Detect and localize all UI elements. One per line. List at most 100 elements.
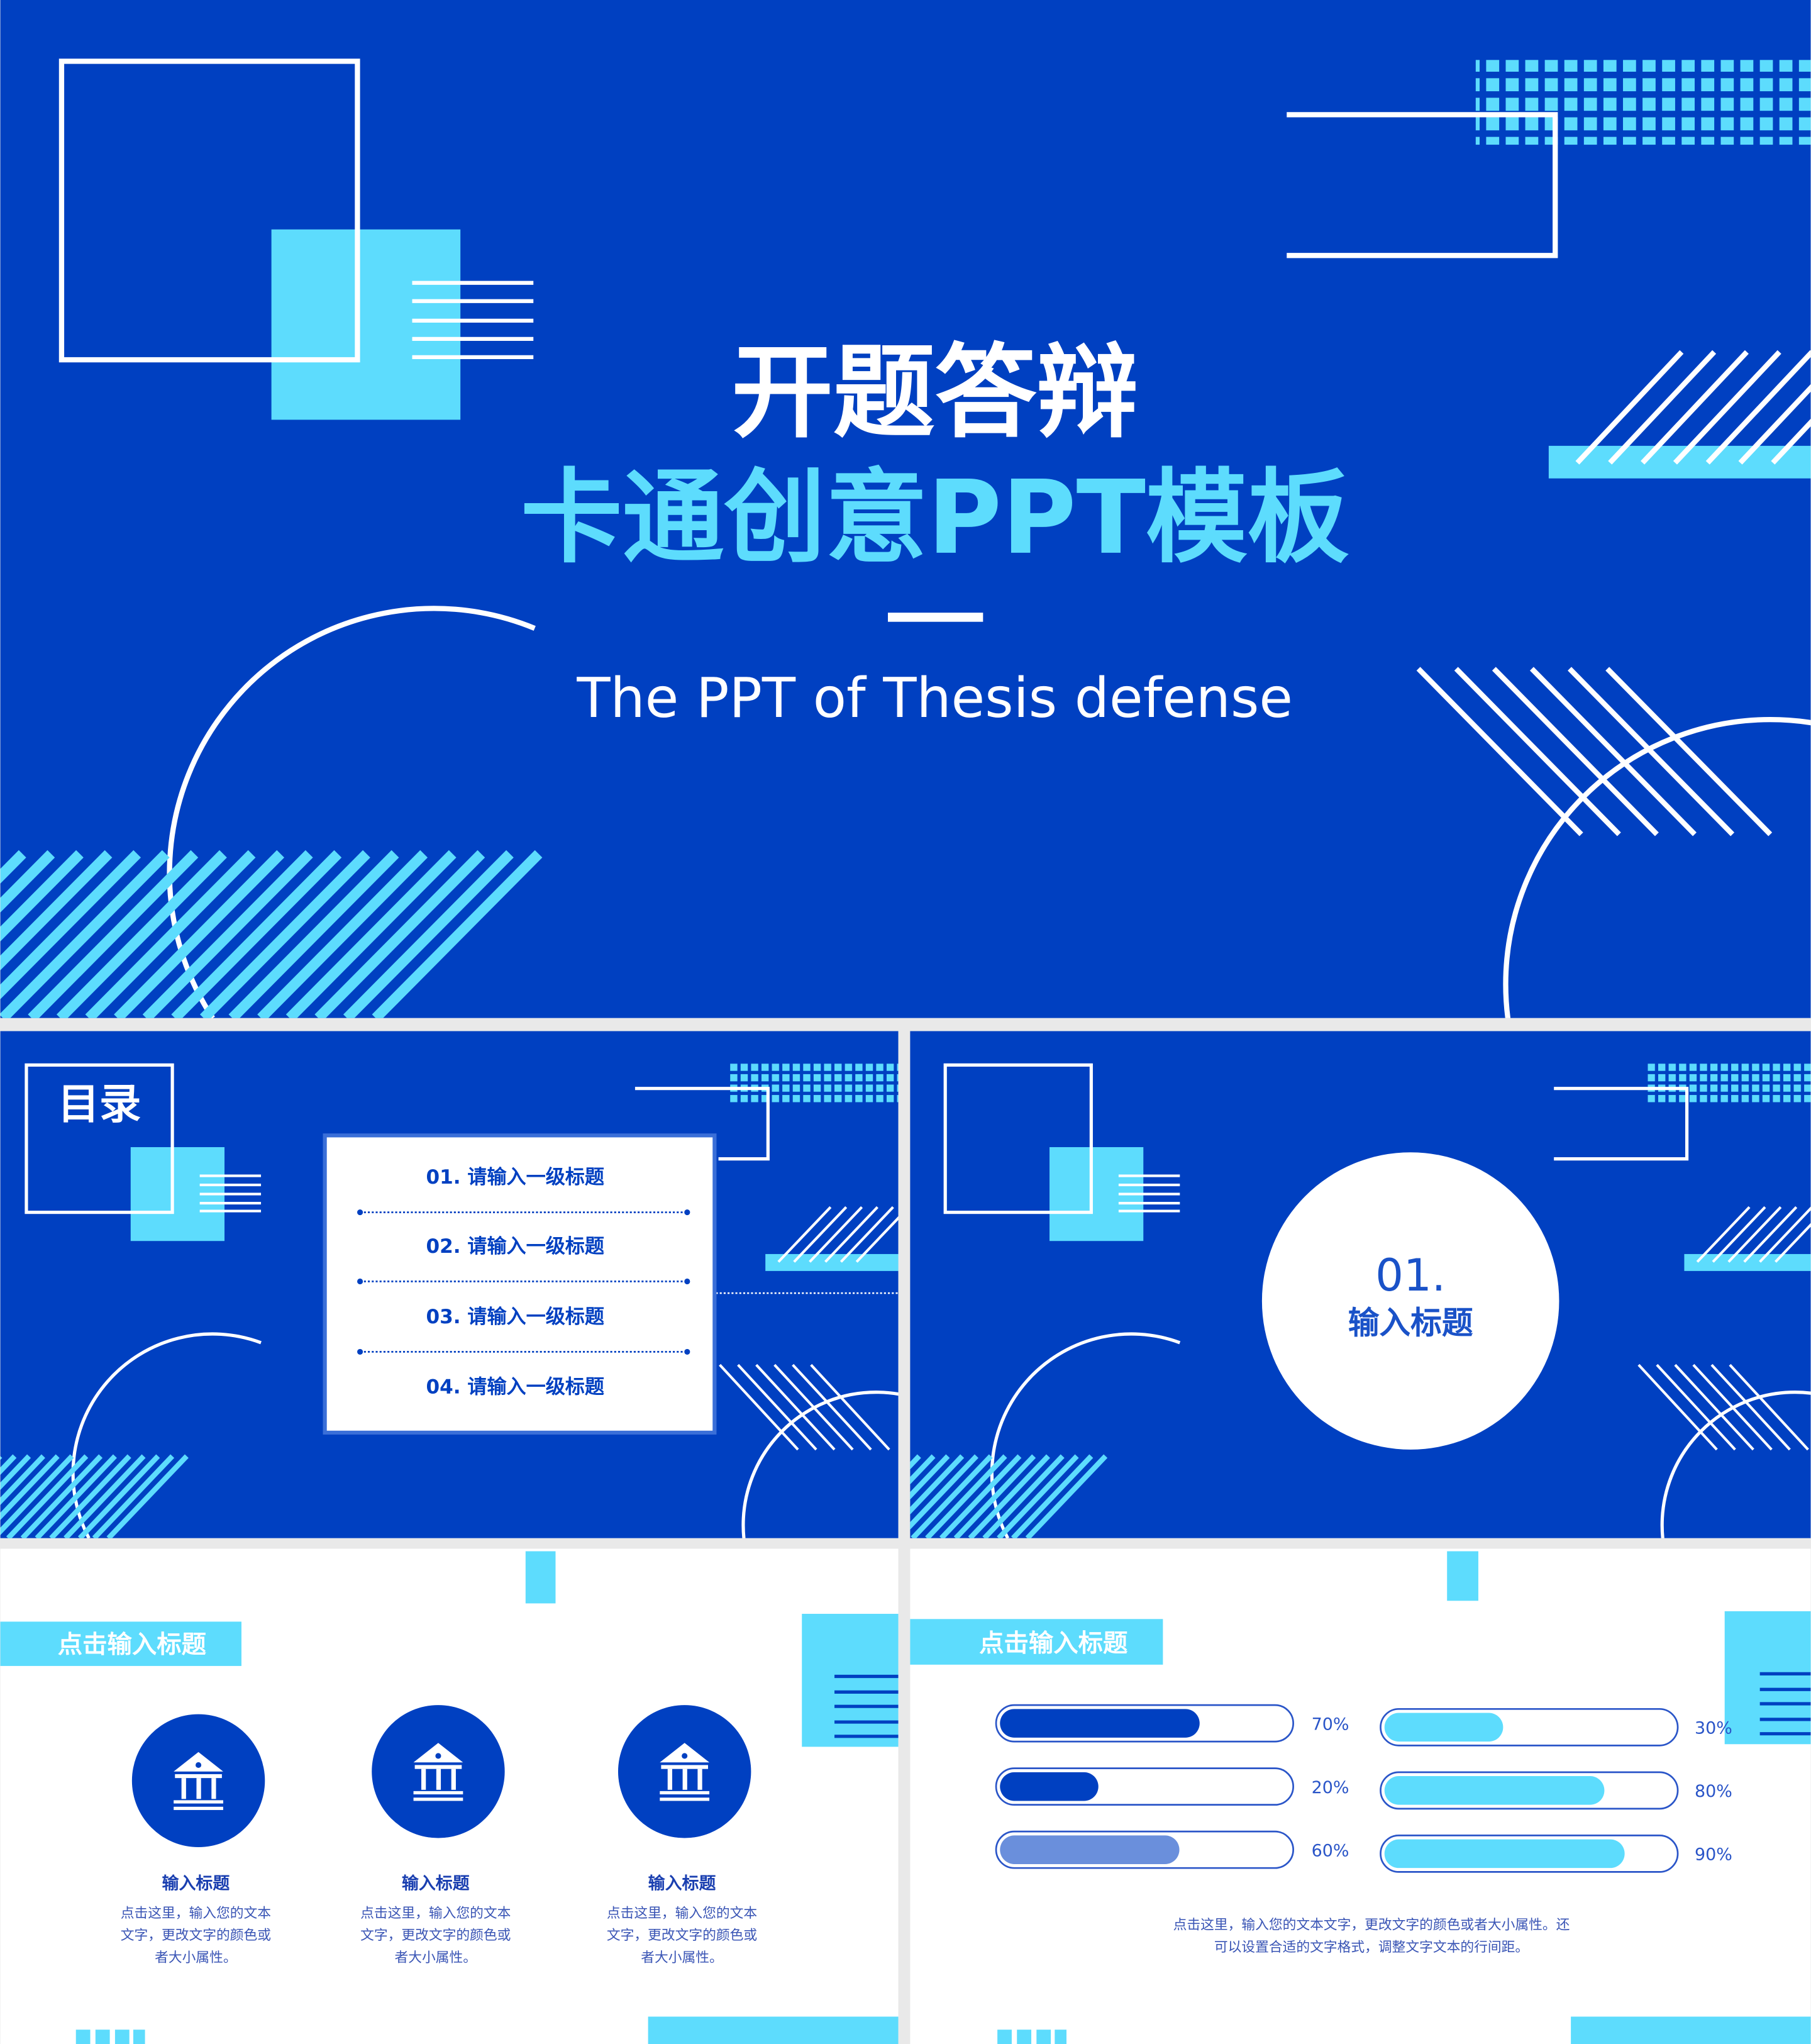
cross-line (1605, 667, 1773, 836)
hatch-line (0, 850, 170, 1018)
cyan-corner (1571, 2016, 1811, 2044)
cross-line (1656, 1364, 1736, 1451)
diagonal-line (1727, 1206, 1782, 1263)
hatch-line (910, 1454, 950, 1500)
hatch-line (0, 850, 113, 970)
bracket-outline (1287, 112, 1558, 258)
cross-line (1710, 1364, 1791, 1451)
progress-bar: 90% (1380, 1835, 1732, 1873)
stripe-lines (412, 280, 534, 360)
diagonal-line (1775, 1223, 1811, 1263)
hatch-line (982, 1454, 1065, 1538)
cyan-corner (648, 2016, 899, 2044)
hatch-line (6, 1454, 89, 1538)
slide-cover[interactable]: 开题答辩 卡通创意PPT模板 The PPT of Thesis defense (0, 0, 1811, 1249)
progress-fill (1000, 1835, 1180, 1864)
progress-label: 60% (1312, 1841, 1349, 1861)
hatch-line (92, 1454, 175, 1538)
cross-lines (1416, 667, 1773, 836)
card-body-line: 者大小属性。 (641, 1950, 723, 1965)
card-body-line: 者大小属性。 (395, 1950, 477, 1965)
toc-item[interactable]: 04. 请输入一级标题 (426, 1376, 604, 1399)
cross-line (1454, 667, 1621, 836)
toc-item[interactable]: 01. 请输入一级标题 (426, 1166, 604, 1189)
outline-square (943, 1063, 1093, 1214)
toc-heading: 目录 (58, 1079, 141, 1128)
progress-bar: 60% (995, 1830, 1349, 1869)
hatch-line (0, 1454, 31, 1491)
hatch-line (1025, 1454, 1108, 1538)
diagonal-line (793, 1206, 848, 1263)
diagonal-line (809, 1206, 863, 1263)
cyan-hatching (0, 1454, 189, 1538)
divider-dot (357, 1348, 363, 1355)
toc-item[interactable]: 02. 请输入一级标题 (426, 1235, 604, 1258)
card-body-line: 点击这里，输入您的文本 (360, 1906, 511, 1921)
outline-square (58, 58, 360, 363)
progress-bar: 80% (1380, 1771, 1732, 1810)
bank-icon (660, 1743, 710, 1801)
dot-grid (729, 1062, 899, 1104)
hatch-line (968, 1454, 1050, 1538)
diagonal-line (1705, 350, 1811, 465)
arc-outline-right (741, 1391, 899, 1538)
diagonal-line (1759, 1206, 1811, 1263)
arc-outline-right (1503, 717, 1811, 1018)
hatch-line (953, 1454, 1036, 1538)
card-body-line: 点击这里，输入您的文本 (121, 1906, 271, 1921)
card-body-line: 文字，更改文字的颜色或 (360, 1928, 511, 1943)
divider-dot (357, 1278, 363, 1285)
stripe-lines (1759, 1672, 1811, 1736)
hatch-line (372, 850, 543, 1018)
hatch-line (171, 850, 342, 1018)
cyan-tab (525, 1551, 556, 1604)
bracket-outline (1554, 1087, 1689, 1161)
bank-icon (174, 1752, 223, 1810)
card-body-line: 点击这里，输入您的文本 (607, 1906, 757, 1921)
diagonal-line (1771, 418, 1811, 465)
toc-card (323, 1133, 717, 1435)
progress-label: 80% (1695, 1782, 1732, 1801)
hatch-line (1011, 1454, 1094, 1538)
cyan-hatching (910, 1454, 1108, 1538)
hatch-line (0, 850, 84, 941)
hatch-line (257, 850, 428, 1018)
slide-header: 点击输入标题 (979, 1629, 1128, 1658)
slide-toc[interactable]: 目录 01. 请输入一级标题 02. 请输入一级标题 03. 请输入一级标题 04. … (0, 1031, 1009, 1658)
hatch-line (49, 1454, 131, 1538)
slide-section[interactable]: 01. 输入标题 (841, 1031, 1811, 1658)
hatch-line (64, 1454, 146, 1538)
cross-line (737, 1364, 817, 1451)
hatch-line (0, 1456, 3, 1460)
hatch-line (0, 1454, 74, 1535)
hatch-line (0, 850, 55, 913)
hatch-line (314, 850, 485, 1018)
progress-label: 90% (1695, 1845, 1732, 1865)
progress-label: 30% (1695, 1719, 1732, 1738)
cross-line (1729, 1364, 1809, 1451)
hatch-line (56, 850, 227, 1018)
diagonal-line (1641, 350, 1749, 465)
cross-line (1568, 667, 1735, 836)
bracket-outline (634, 1087, 770, 1161)
cross-line (755, 1364, 836, 1451)
header-band (0, 1621, 241, 1666)
hatch-line (910, 1454, 936, 1485)
toc-item[interactable]: 03. 请输入一级标题 (426, 1306, 604, 1328)
progress-fill (1384, 1713, 1504, 1742)
cross-line (1492, 667, 1659, 836)
cross-line (810, 1364, 890, 1451)
progress-fill (1000, 1772, 1099, 1801)
progress-fill (1000, 1709, 1200, 1738)
hatch-line (142, 850, 313, 1018)
hatch-line (0, 1454, 17, 1475)
slide-progress[interactable]: 点击输入标题 70%20%60%30%80%90% 点击这里，输入您的文本文字，… (910, 1548, 1811, 2044)
cyan-block (1724, 1611, 1811, 1745)
diagonal-lines (1575, 350, 1811, 465)
body-text-line: 可以设置合适的文字格式，调整文字文本的行间距。 (1214, 1940, 1529, 1955)
cross-lines (1637, 1364, 1809, 1451)
diagonal-line (839, 1206, 894, 1263)
cover-title-2: 卡通创意PPT模板 (521, 459, 1349, 577)
slide-features[interactable]: 点击输入标题 输入标题点击这里，输入您的文本文字，更改文字的颜色或者大小属性。输… (0, 1548, 899, 2044)
